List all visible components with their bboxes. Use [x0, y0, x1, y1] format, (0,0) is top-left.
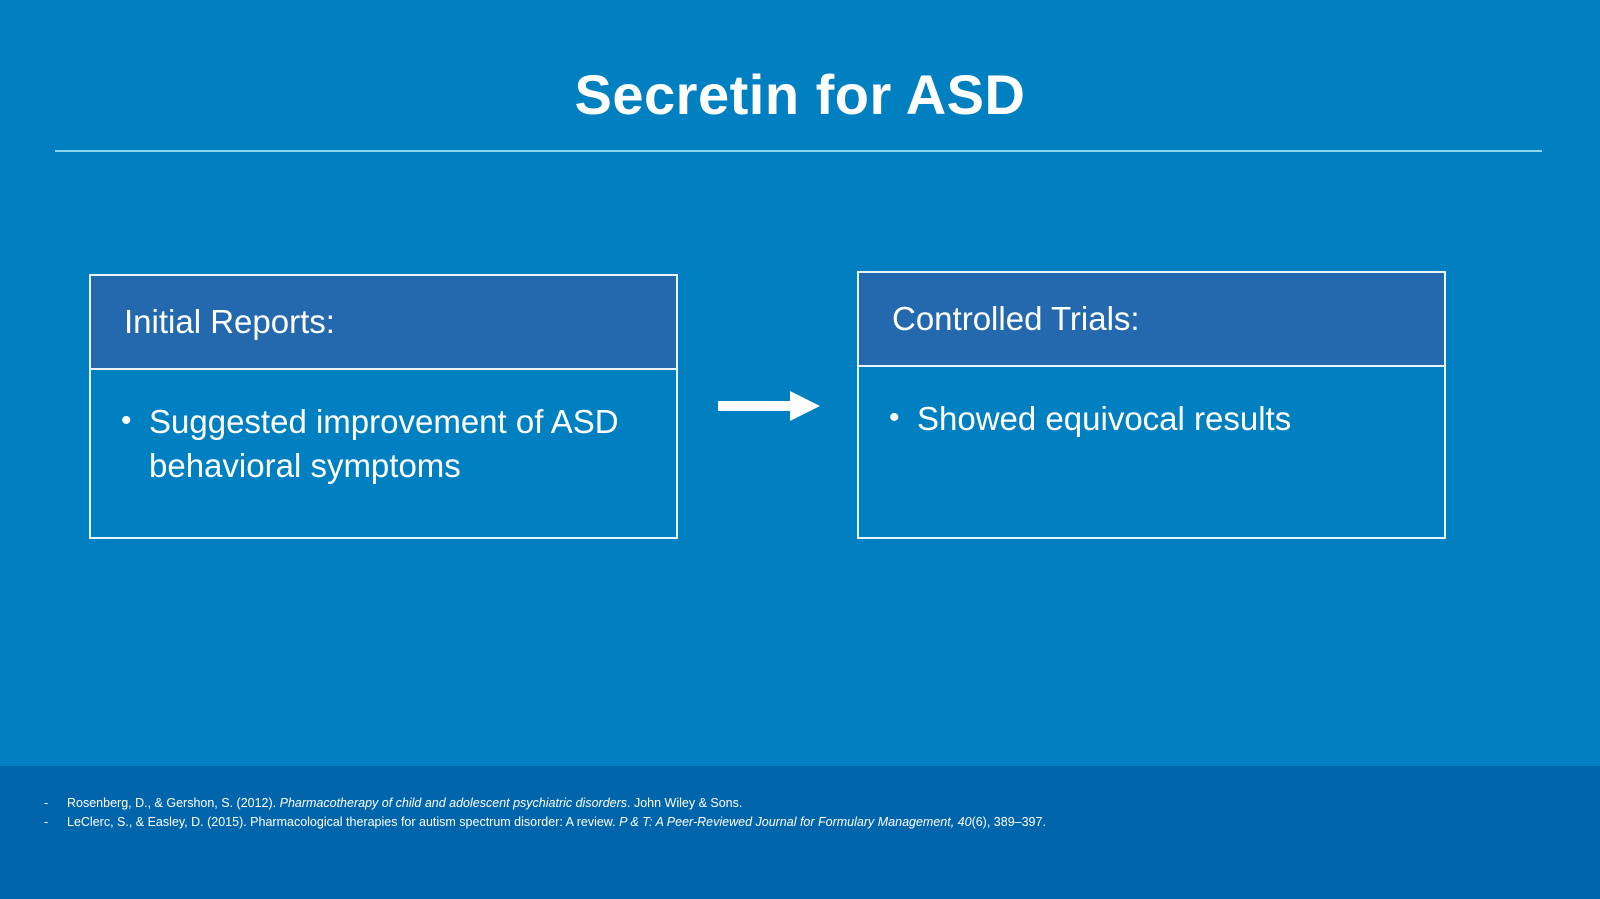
footer-band: - Rosenberg, D., & Gershon, S. (2012). P…: [0, 766, 1600, 899]
page-title: Secretin for ASD: [574, 63, 1026, 126]
reference-item: - LeClerc, S., & Easley, D. (2015). Phar…: [44, 813, 1124, 832]
reference-item: - Rosenberg, D., & Gershon, S. (2012). P…: [44, 794, 1124, 813]
reference-text: Rosenberg, D., & Gershon, S. (2012). Pha…: [67, 796, 743, 810]
title-divider: [55, 150, 1542, 152]
panel-controlled-trials: Controlled Trials: • Showed equivocal re…: [857, 271, 1446, 539]
reference-text: LeClerc, S., & Easley, D. (2015). Pharma…: [67, 815, 1046, 829]
reference-marker: -: [44, 796, 49, 810]
panel-header-label: Initial Reports:: [124, 303, 335, 341]
panel-initial-reports: Initial Reports: • Suggested improvement…: [89, 274, 678, 539]
right-arrow-icon: [718, 391, 820, 421]
reference-marker: -: [44, 815, 49, 829]
list-item: • Suggested improvement of ASD behaviora…: [121, 400, 654, 487]
panel-body-initial-reports: • Suggested improvement of ASD behaviora…: [91, 370, 676, 487]
panel-body-controlled-trials: • Showed equivocal results: [859, 367, 1444, 441]
panel-header-label: Controlled Trials:: [892, 300, 1140, 338]
panel-header-controlled-trials: Controlled Trials:: [859, 273, 1444, 367]
panel-header-initial-reports: Initial Reports:: [91, 276, 676, 370]
reference-list: - Rosenberg, D., & Gershon, S. (2012). P…: [44, 794, 1124, 832]
list-item: • Showed equivocal results: [889, 397, 1422, 441]
bullet-marker-icon: •: [121, 404, 132, 437]
list-item-label: Showed equivocal results: [917, 400, 1292, 437]
list-item-label: Suggested improvement of ASD behavioral …: [149, 403, 619, 484]
bullet-marker-icon: •: [889, 401, 900, 434]
